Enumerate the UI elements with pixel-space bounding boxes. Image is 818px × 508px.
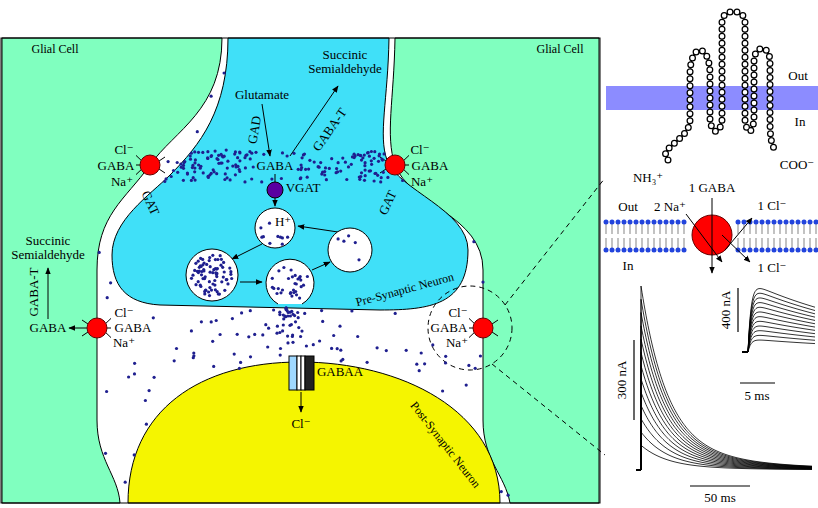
diagram-label: Out	[618, 200, 638, 214]
stoichiometry-arrows	[686, 198, 752, 273]
panel-frame	[1, 38, 600, 503]
cell-outline	[390, 38, 602, 508]
cell-shape	[112, 38, 468, 310]
diagram-label: In	[623, 259, 634, 273]
ion-flux	[469, 333, 474, 338]
post-synaptic-neuron: Post-Synaptic Neuron	[126, 360, 504, 508]
diagram-label: 50 ms	[704, 491, 735, 505]
diagram-label: COO⁻	[780, 158, 814, 172]
diagram-label: Na⁺	[411, 175, 433, 189]
diagram-label: 1 GABA	[689, 181, 736, 195]
ion-flux	[159, 157, 165, 161]
diagram-label: Cl⁻	[114, 306, 133, 320]
diagram-label: Out	[788, 69, 808, 83]
diagram-label: GABA	[98, 159, 135, 173]
transporter-label: VGAT	[286, 181, 321, 195]
diagram-label: Cl⁻	[291, 417, 310, 431]
ion-flux	[159, 169, 165, 173]
ion-flux	[106, 333, 111, 338]
diagram-label: NH₃⁺	[633, 171, 663, 185]
cell-label: Pre-Synaptic Neuron	[355, 271, 456, 310]
ion-flux	[469, 318, 474, 323]
gaba-a-channel	[289, 356, 314, 390]
gat-symbol	[385, 155, 405, 175]
gat-symbol	[87, 318, 107, 338]
diagram-label: 1 Cl⁻	[758, 261, 787, 275]
molecule-label: GABA	[257, 159, 294, 173]
gat-symbol	[473, 318, 493, 338]
scale-bars	[634, 288, 775, 486]
diagram-label: GABA	[431, 321, 468, 335]
diagram-label: Na⁺	[111, 175, 133, 189]
diagram-label: In	[795, 115, 806, 129]
cell-label: Glial Cell	[537, 43, 584, 56]
diagram-label: Na⁺	[446, 336, 468, 350]
cell-label: Glial Cell	[32, 43, 79, 56]
diagram-label: Cl⁻	[410, 143, 429, 157]
metabolite-label: Succinic Semialdehyde	[303, 48, 388, 77]
diagram-label: GABA	[115, 321, 152, 335]
cell-label: Post-Synaptic Neuron	[407, 399, 482, 490]
diagram-label: Cl⁻	[448, 306, 467, 320]
current-traces	[636, 286, 815, 470]
diagram-label: 5 ms	[745, 389, 770, 403]
diagram-label: GABA	[30, 321, 67, 335]
cell-outline	[126, 360, 504, 508]
diagram-label: Succinic Semialdehyde	[6, 234, 91, 263]
diagram-label: 2 Na⁺	[654, 200, 686, 214]
cell-shape	[128, 362, 500, 503]
diagram-label: Cl⁻	[114, 143, 133, 157]
metabolite-label: Glutamate	[235, 88, 289, 102]
diagram-label: GABA-T	[27, 267, 41, 316]
vgat-symbol	[267, 182, 283, 198]
protein-chain	[665, 12, 775, 161]
ion-label: H⁺	[275, 215, 291, 229]
diagram-label: 1 Cl⁻	[758, 199, 787, 213]
diagram-label: 300 nA	[615, 361, 629, 400]
ion-flux	[106, 318, 111, 323]
glial-cell: Glial Cell	[390, 38, 602, 508]
gat-symbol	[140, 155, 160, 175]
diagram-label: GABA	[412, 159, 449, 173]
diagram-label: GABAA	[317, 365, 363, 379]
diagram-label: 400 nA	[719, 291, 733, 330]
diagram-label: Na⁺	[113, 336, 135, 350]
